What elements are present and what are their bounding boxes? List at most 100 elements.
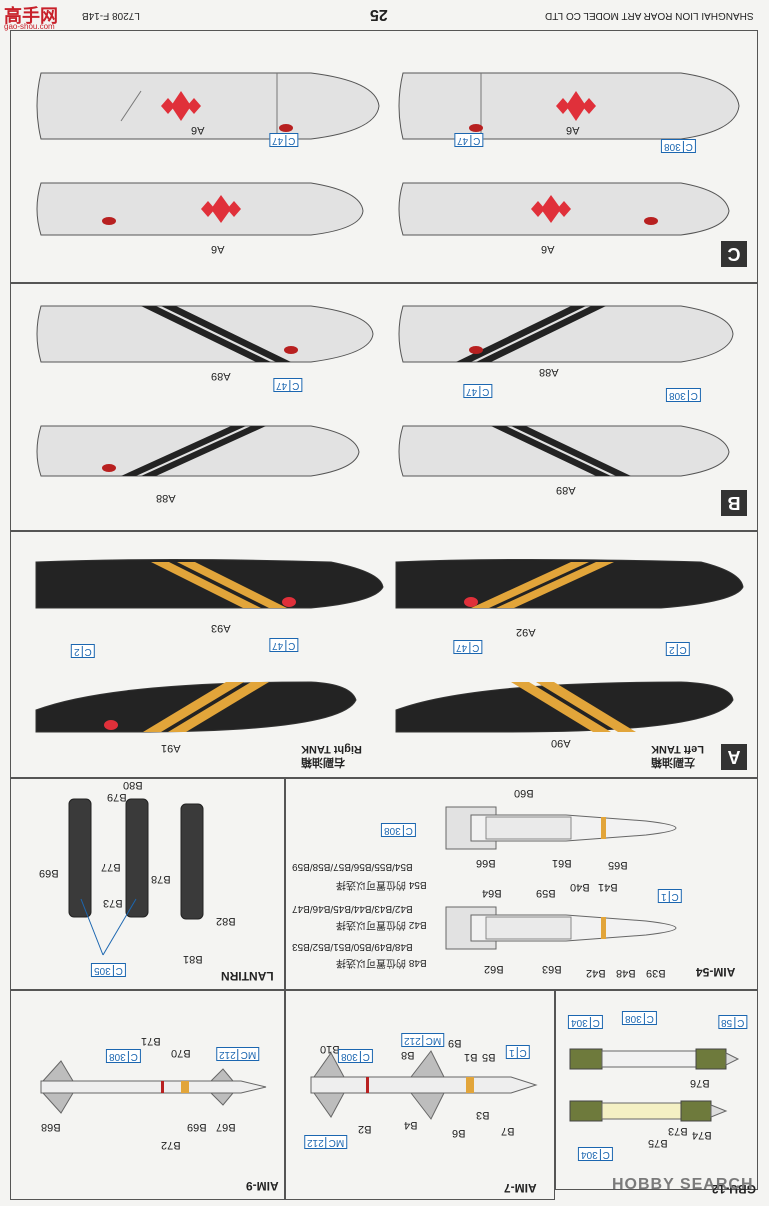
gbu12-drawing <box>569 1048 740 1122</box>
lantirn-title: LANTIRN <box>221 969 274 983</box>
decal-label: A6 <box>191 124 205 136</box>
aim54-note: B42 的位置可以选择 <box>336 919 427 930</box>
part-label: B81 <box>183 953 203 965</box>
callout-c308: C308 <box>661 139 696 153</box>
decal-label: A89 <box>556 484 576 496</box>
part-label: B41 <box>598 881 618 893</box>
decal-label: A6 <box>566 124 580 136</box>
callout-mc212: MC212 <box>304 1135 348 1149</box>
callout-c2: C2 <box>666 642 690 656</box>
section-letter-b: B <box>721 490 747 516</box>
section-letter-c: C <box>721 241 747 267</box>
part-label: B71 <box>141 1035 161 1047</box>
decal-label: A90 <box>551 737 571 749</box>
callout-c47: C47 <box>453 640 483 654</box>
aim54-note: B48/B49/B50/B51/B52/B53 <box>292 941 413 952</box>
part-label: B5 <box>482 1051 496 1063</box>
part-label: B62 <box>484 963 504 975</box>
part-label: B61 <box>552 857 572 869</box>
aim54-title: AIM-54 <box>696 965 736 979</box>
part-label: B10 <box>320 1043 340 1055</box>
callout-mc212: MC212 <box>401 1033 445 1047</box>
callout-mc212: MC212 <box>216 1047 260 1061</box>
callout-c2: C2 <box>71 644 95 658</box>
tank-a-top-right <box>395 559 744 609</box>
part-label: B68 <box>41 1121 61 1133</box>
aim7-drawing <box>310 1050 538 1120</box>
part-label: B8 <box>401 1049 415 1061</box>
callout-c308: C308 <box>622 1011 657 1025</box>
lantirn-pod <box>125 798 149 918</box>
part-label: B73 <box>668 1125 688 1137</box>
callout-c304: C304 <box>568 1015 603 1029</box>
tank-c-top-right <box>398 72 740 140</box>
part-label: B70 <box>171 1047 191 1059</box>
aim54-missile-bottom <box>445 906 677 950</box>
part-label: B64 <box>482 887 502 899</box>
part-label: B74 <box>692 1129 712 1141</box>
callout-c308: C308 <box>338 1049 373 1063</box>
tank-b-bottom-left <box>36 425 360 477</box>
section-letter-a: A <box>721 744 747 770</box>
tank-c-bottom-left <box>36 182 364 236</box>
part-label: B9 <box>448 1037 462 1049</box>
decal-label: A91 <box>161 742 181 754</box>
aim54-note: B54/B55/B56/B57/B58/B59 <box>292 861 413 872</box>
part-label: B79 <box>107 791 127 803</box>
part-label: B42 <box>586 967 606 979</box>
aim54-drawing <box>445 806 677 950</box>
part-label: B77 <box>101 861 121 873</box>
part-label: B59 <box>536 887 556 899</box>
decal-label: A6 <box>541 243 555 255</box>
aim9-drawing <box>40 1060 267 1114</box>
part-label: B80 <box>123 779 143 791</box>
part-label: B2 <box>358 1123 372 1135</box>
gbu12-panel: B76 B74 B73 B75 C304 C308 C58 C304 <box>555 990 758 1190</box>
callout-c58: C58 <box>718 1015 748 1029</box>
part-label: B3 <box>476 1109 490 1121</box>
part-label: B1 <box>464 1051 478 1063</box>
tank-b-top-left <box>36 305 374 363</box>
tank-c-bottom-right <box>398 182 730 236</box>
callout-c47: C47 <box>463 384 493 398</box>
part-label: B60 <box>514 787 534 799</box>
decal-label: A93 <box>211 622 231 634</box>
tank-a-top-left <box>35 559 384 609</box>
part-label: B69 <box>39 867 59 879</box>
part-label: B48 <box>616 967 636 979</box>
part-label: B72 <box>161 1139 181 1151</box>
callout-c47: C47 <box>269 638 299 652</box>
decal-label: A88 <box>156 492 176 504</box>
part-label: B63 <box>542 963 562 975</box>
lantirn-panel: B80 B79 B69 B77 B78 B73 B82 B81 C305 LAN… <box>10 778 285 990</box>
gbu12-bomb-top <box>569 1048 740 1070</box>
part-label: B73 <box>103 897 123 909</box>
tank-b-bottom-right <box>398 425 730 477</box>
part-label: B6 <box>452 1127 466 1139</box>
gbu12-bomb-bottom <box>569 1100 728 1122</box>
page-number: 25 <box>370 6 388 23</box>
part-label: B7 <box>501 1125 515 1137</box>
callout-c1: C1 <box>506 1045 530 1059</box>
part-label: B4 <box>404 1119 418 1131</box>
callout-c308: C308 <box>381 823 416 837</box>
aim54-missile-top <box>445 806 677 850</box>
section-c-drawing <box>36 72 740 236</box>
tank-a-bottom-left <box>35 681 357 733</box>
lantirn-drawing <box>68 798 204 956</box>
tank-b-top-right <box>398 305 734 363</box>
callout-c47: C47 <box>273 378 303 392</box>
aim9-missile <box>40 1060 267 1114</box>
callout-c308: C308 <box>106 1049 141 1063</box>
kit-code: L7208 F-14B <box>82 10 140 21</box>
site-url: gao-shou.com <box>4 22 55 31</box>
site-watermark: 高手网 <box>4 6 58 26</box>
callout-c47: C47 <box>454 133 484 147</box>
callout-c304: C304 <box>578 1147 613 1161</box>
section-b-panel: A89 A88 A88 A89 C47 C47 C308 B <box>10 283 758 531</box>
lantirn-pod <box>180 803 204 920</box>
aim7-panel: B10 B8 B9 B5 B1 B3 B6 B4 B2 B7 C308 MC21… <box>285 990 555 1200</box>
part-label: B39 <box>646 967 666 979</box>
